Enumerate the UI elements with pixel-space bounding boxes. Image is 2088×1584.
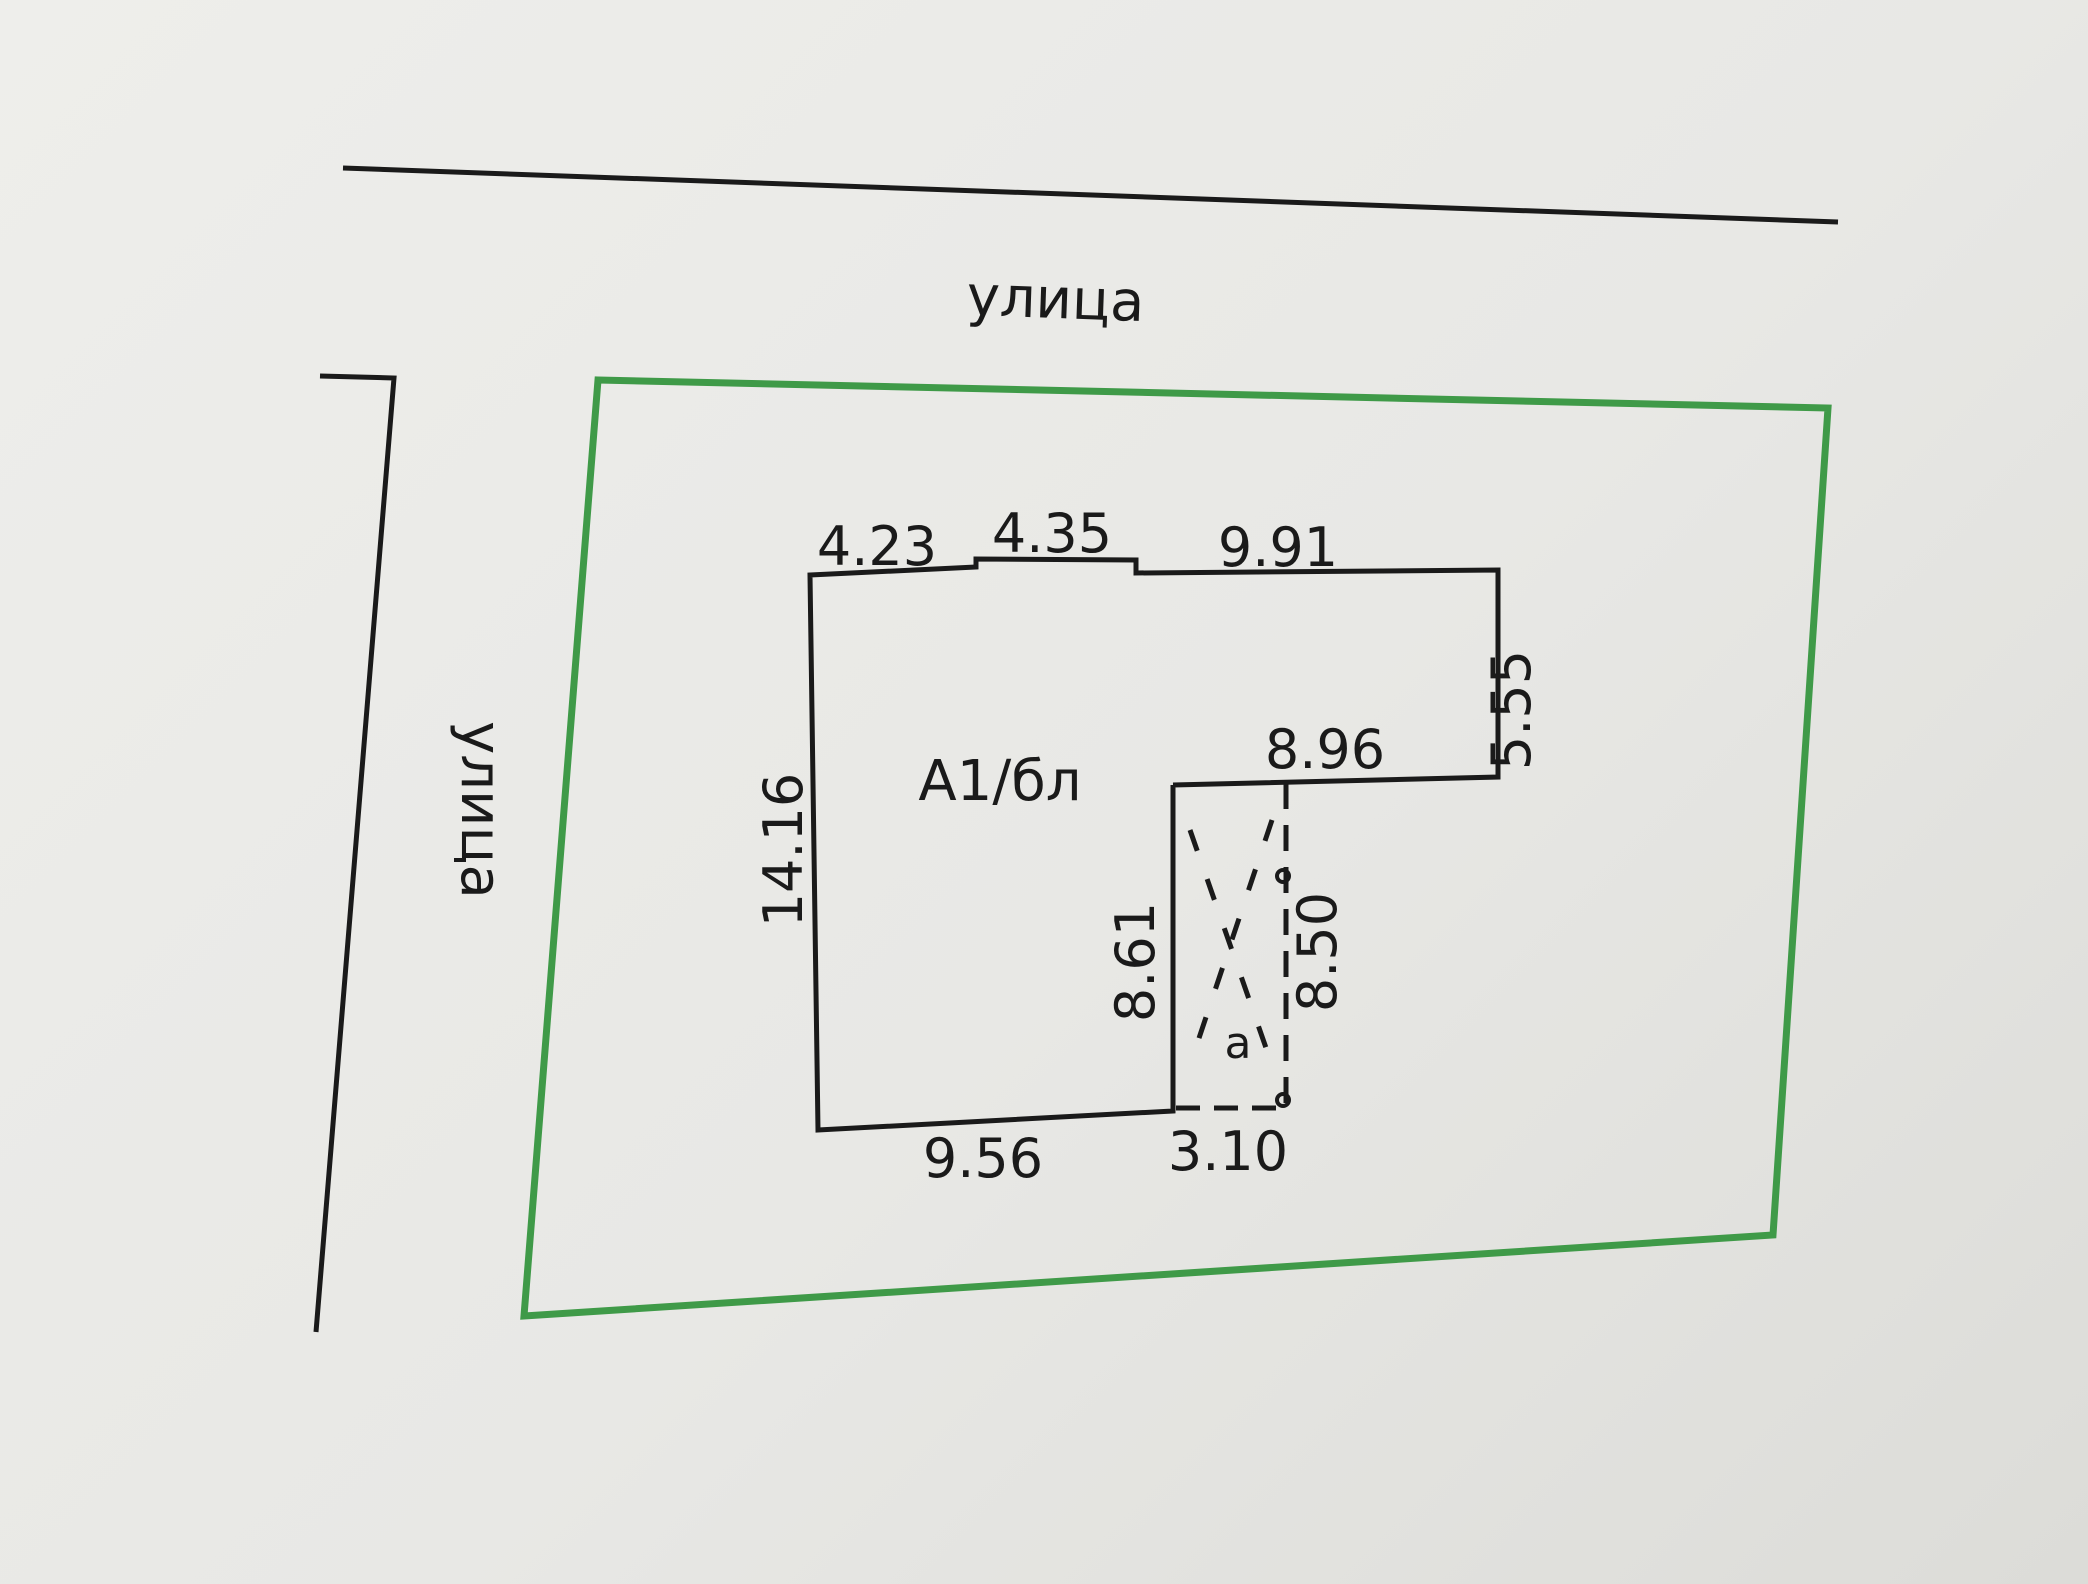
dim-left-side: 14.16: [752, 773, 815, 928]
annex-letter-label: а: [1225, 1018, 1252, 1069]
dim-inner-top: 8.96: [1265, 718, 1385, 781]
annex-outline: [1176, 783, 1291, 1111]
top-street-label: улица: [966, 264, 1146, 335]
parcel-boundary: [520, 376, 1832, 1320]
building-code-label: А1/бл: [918, 749, 1081, 814]
dim-inner-left: 8.61: [1104, 902, 1167, 1022]
dim-right-side: 5.55: [1480, 650, 1543, 770]
dim-top-left: 4.23: [817, 515, 937, 578]
left-street-line: [313, 373, 397, 1333]
top-street-line: [342, 165, 1839, 225]
dim-top-right: 9.91: [1218, 516, 1338, 579]
dim-bottom-left: 9.56: [923, 1127, 1043, 1190]
left-street-label: улица: [448, 721, 513, 899]
dim-bottom-annex: 3.10: [1168, 1120, 1288, 1183]
dim-top-mid: 4.35: [992, 502, 1112, 565]
annex-cross: [1187, 819, 1275, 1066]
dim-annex-right: 8.50: [1286, 892, 1349, 1012]
building-outline: [807, 556, 1501, 1133]
